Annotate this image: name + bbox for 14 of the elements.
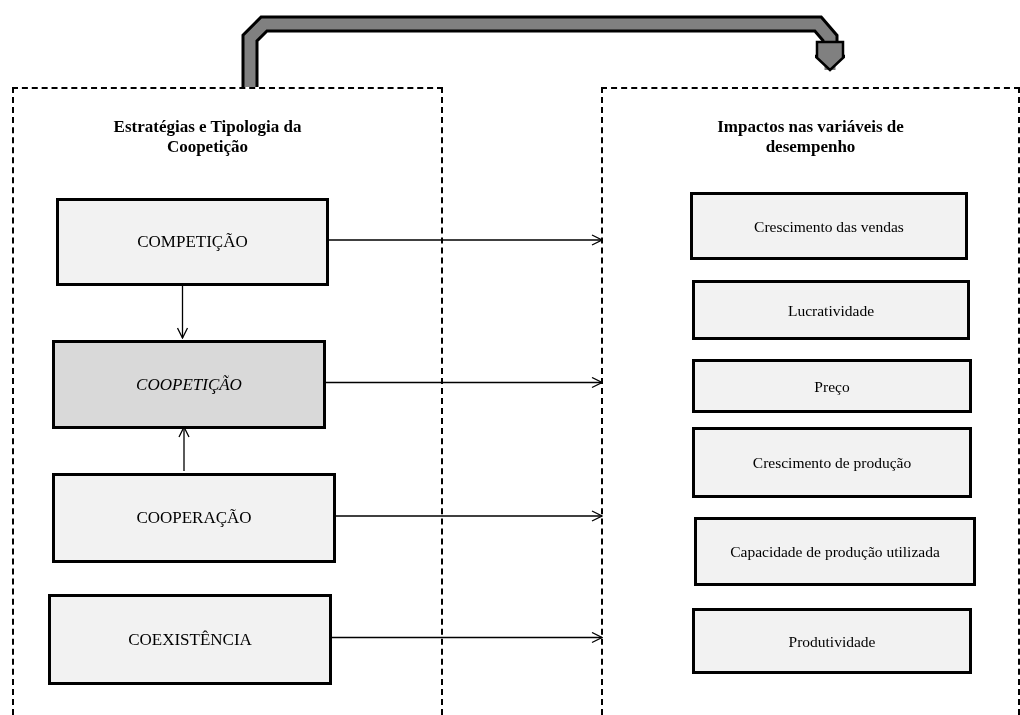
process-box: Crescimento de produção [692,427,972,498]
process-box: Produtividade [692,608,972,674]
process-box: COEXISTÊNCIA [48,594,332,685]
dashed-panel [601,87,1020,715]
process-box: Lucratividade [692,280,970,340]
panel-heading: Estratégias e Tipologia da Coopetição [112,117,303,157]
process-box: Preço [692,359,972,413]
process-box: Crescimento das vendas [690,192,968,260]
process-box: Capacidade de produção utilizada [694,517,976,586]
process-box: COOPERAÇÃO [52,473,336,563]
panel-heading: Impactos nas variáveis de desempenho [716,117,905,157]
process-box: COMPETIÇÃO [56,198,329,286]
process-box: COOPETIÇÃO [52,340,326,429]
dashed-panel [12,87,443,715]
